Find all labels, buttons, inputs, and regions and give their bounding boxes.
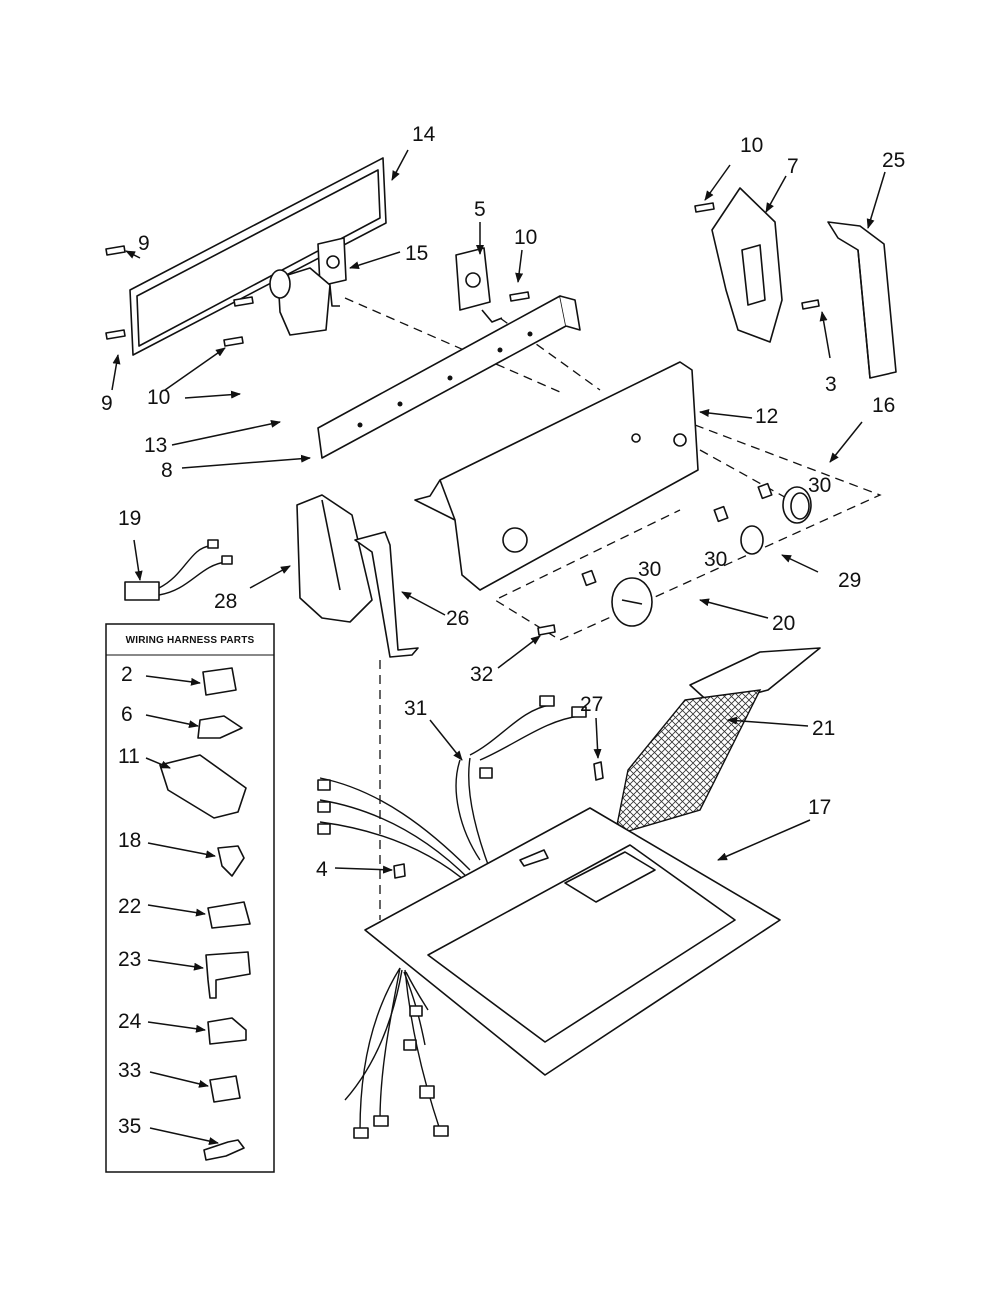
- callout-9-top: 9: [138, 232, 150, 255]
- callout-13: 13: [144, 434, 167, 457]
- part-8-control-bracket: [317, 295, 581, 459]
- callout-12: 12: [755, 405, 778, 428]
- part-19-harness: [124, 539, 233, 601]
- callout-10-center: 10: [514, 226, 537, 249]
- callout-32: 32: [470, 663, 493, 686]
- part-28-bracket: [296, 494, 373, 623]
- wiring-harness-box: WIRING HARNESS PARTS: [105, 623, 275, 1173]
- harness-callout-23: 23: [118, 948, 141, 971]
- part-15-switch: [317, 237, 347, 307]
- callout-26: 26: [446, 607, 469, 630]
- callout-21: 21: [812, 717, 835, 740]
- callout-9-bottom: 9: [101, 392, 113, 415]
- callout-4: 4: [316, 858, 328, 881]
- callout-27: 27: [580, 693, 603, 716]
- harness-callout-2: 2: [121, 663, 133, 686]
- harness-callout-22: 22: [118, 895, 141, 918]
- harness-callout-24: 24: [118, 1010, 142, 1033]
- part-7-bracket: [711, 187, 783, 343]
- callout-30-middle: 30: [704, 548, 727, 571]
- part-5-switch: [455, 247, 503, 323]
- callout-31: 31: [404, 697, 427, 720]
- callout-7: 7: [787, 155, 799, 178]
- part-12-control-panel: [414, 361, 699, 591]
- callout-labels: 14 9 9 15 5 10 10 10 7 25 3 12 16 13 8 3…: [101, 123, 905, 1138]
- part-17-console-base: [364, 807, 781, 1076]
- callout-15: 15: [405, 242, 428, 265]
- callout-16: 16: [872, 394, 895, 417]
- callout-29: 29: [838, 569, 861, 592]
- part-31-harness: [317, 695, 587, 886]
- part-25-end-cap: [827, 221, 897, 379]
- part-21-cover: [614, 647, 821, 836]
- part-13-timer: [269, 267, 331, 336]
- wiring-harness-title: WIRING HARNESS PARTS: [126, 635, 255, 646]
- harness-callout-11: 11: [118, 745, 140, 768]
- callout-14: 14: [412, 123, 436, 146]
- callout-3: 3: [825, 373, 837, 396]
- callout-19: 19: [118, 507, 141, 530]
- callout-30-bottom: 30: [638, 558, 661, 581]
- harness-callout-35: 35: [118, 1115, 141, 1138]
- callout-10-left: 10: [147, 386, 170, 409]
- harness-callout-6: 6: [121, 703, 133, 726]
- harness-callout-18: 18: [118, 829, 141, 852]
- callout-10-right: 10: [740, 134, 763, 157]
- callout-25: 25: [882, 149, 905, 172]
- part-26-end-cap: [354, 531, 419, 658]
- part-14-back-panel: [129, 157, 387, 356]
- callout-30-top: 30: [808, 474, 831, 497]
- callout-17: 17: [808, 796, 831, 819]
- callout-8: 8: [161, 459, 173, 482]
- knobs: [581, 482, 812, 627]
- callout-20: 20: [772, 612, 795, 635]
- base-harness: [344, 967, 449, 1139]
- harness-callout-33: 33: [118, 1059, 141, 1082]
- screws: [105, 202, 820, 879]
- callout-28: 28: [214, 590, 237, 613]
- callout-5: 5: [474, 198, 486, 221]
- leader-lines: [111, 149, 886, 1145]
